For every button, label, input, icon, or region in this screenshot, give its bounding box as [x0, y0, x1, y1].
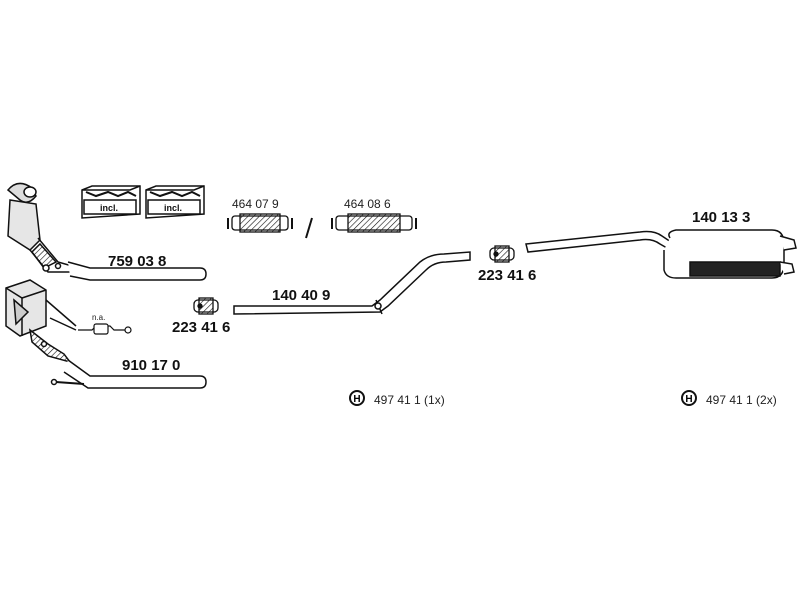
- part-label-464079: 464 07 9: [232, 197, 279, 211]
- front-pipe-upper-drawing: [6, 182, 207, 281]
- part-label-140409: 140 40 9: [272, 287, 331, 304]
- rear-muffler-drawing: [525, 229, 797, 279]
- hanger-label-1: 497 41 1 (1x): [374, 393, 445, 407]
- incl-box-2: [145, 185, 205, 219]
- center-pipe-drawing: [233, 251, 471, 315]
- sensor-note: n.a.: [92, 313, 106, 322]
- front-pipe-lower-drawing: [5, 279, 207, 389]
- clamp-right-drawing: [489, 245, 515, 263]
- part-label-759038: 759 03 8: [108, 253, 167, 270]
- flex-pipe-2-drawing: [331, 213, 417, 233]
- separator-slash: [305, 217, 313, 239]
- incl-badge-1: incl.: [100, 203, 119, 213]
- hanger-label-2: 497 41 1 (2x): [706, 393, 777, 407]
- part-label-223416-right: 223 41 6: [478, 267, 537, 284]
- flex-pipe-1-drawing: [227, 213, 293, 233]
- hanger-icon-1: H: [349, 390, 365, 406]
- incl-box-1: [81, 185, 141, 219]
- sensor-drawing: [78, 323, 132, 335]
- part-label-464086: 464 08 6: [344, 197, 391, 211]
- clamp-left-drawing: [193, 297, 219, 315]
- part-label-140133: 140 13 3: [692, 209, 751, 226]
- hanger-icon-2: H: [681, 390, 697, 406]
- hanger-icon-1-symbol: H: [353, 394, 360, 405]
- part-label-223416-left: 223 41 6: [172, 319, 231, 336]
- part-label-910170: 910 17 0: [122, 357, 181, 374]
- incl-badge-2: incl.: [164, 203, 183, 213]
- hanger-icon-2-symbol: H: [685, 394, 692, 405]
